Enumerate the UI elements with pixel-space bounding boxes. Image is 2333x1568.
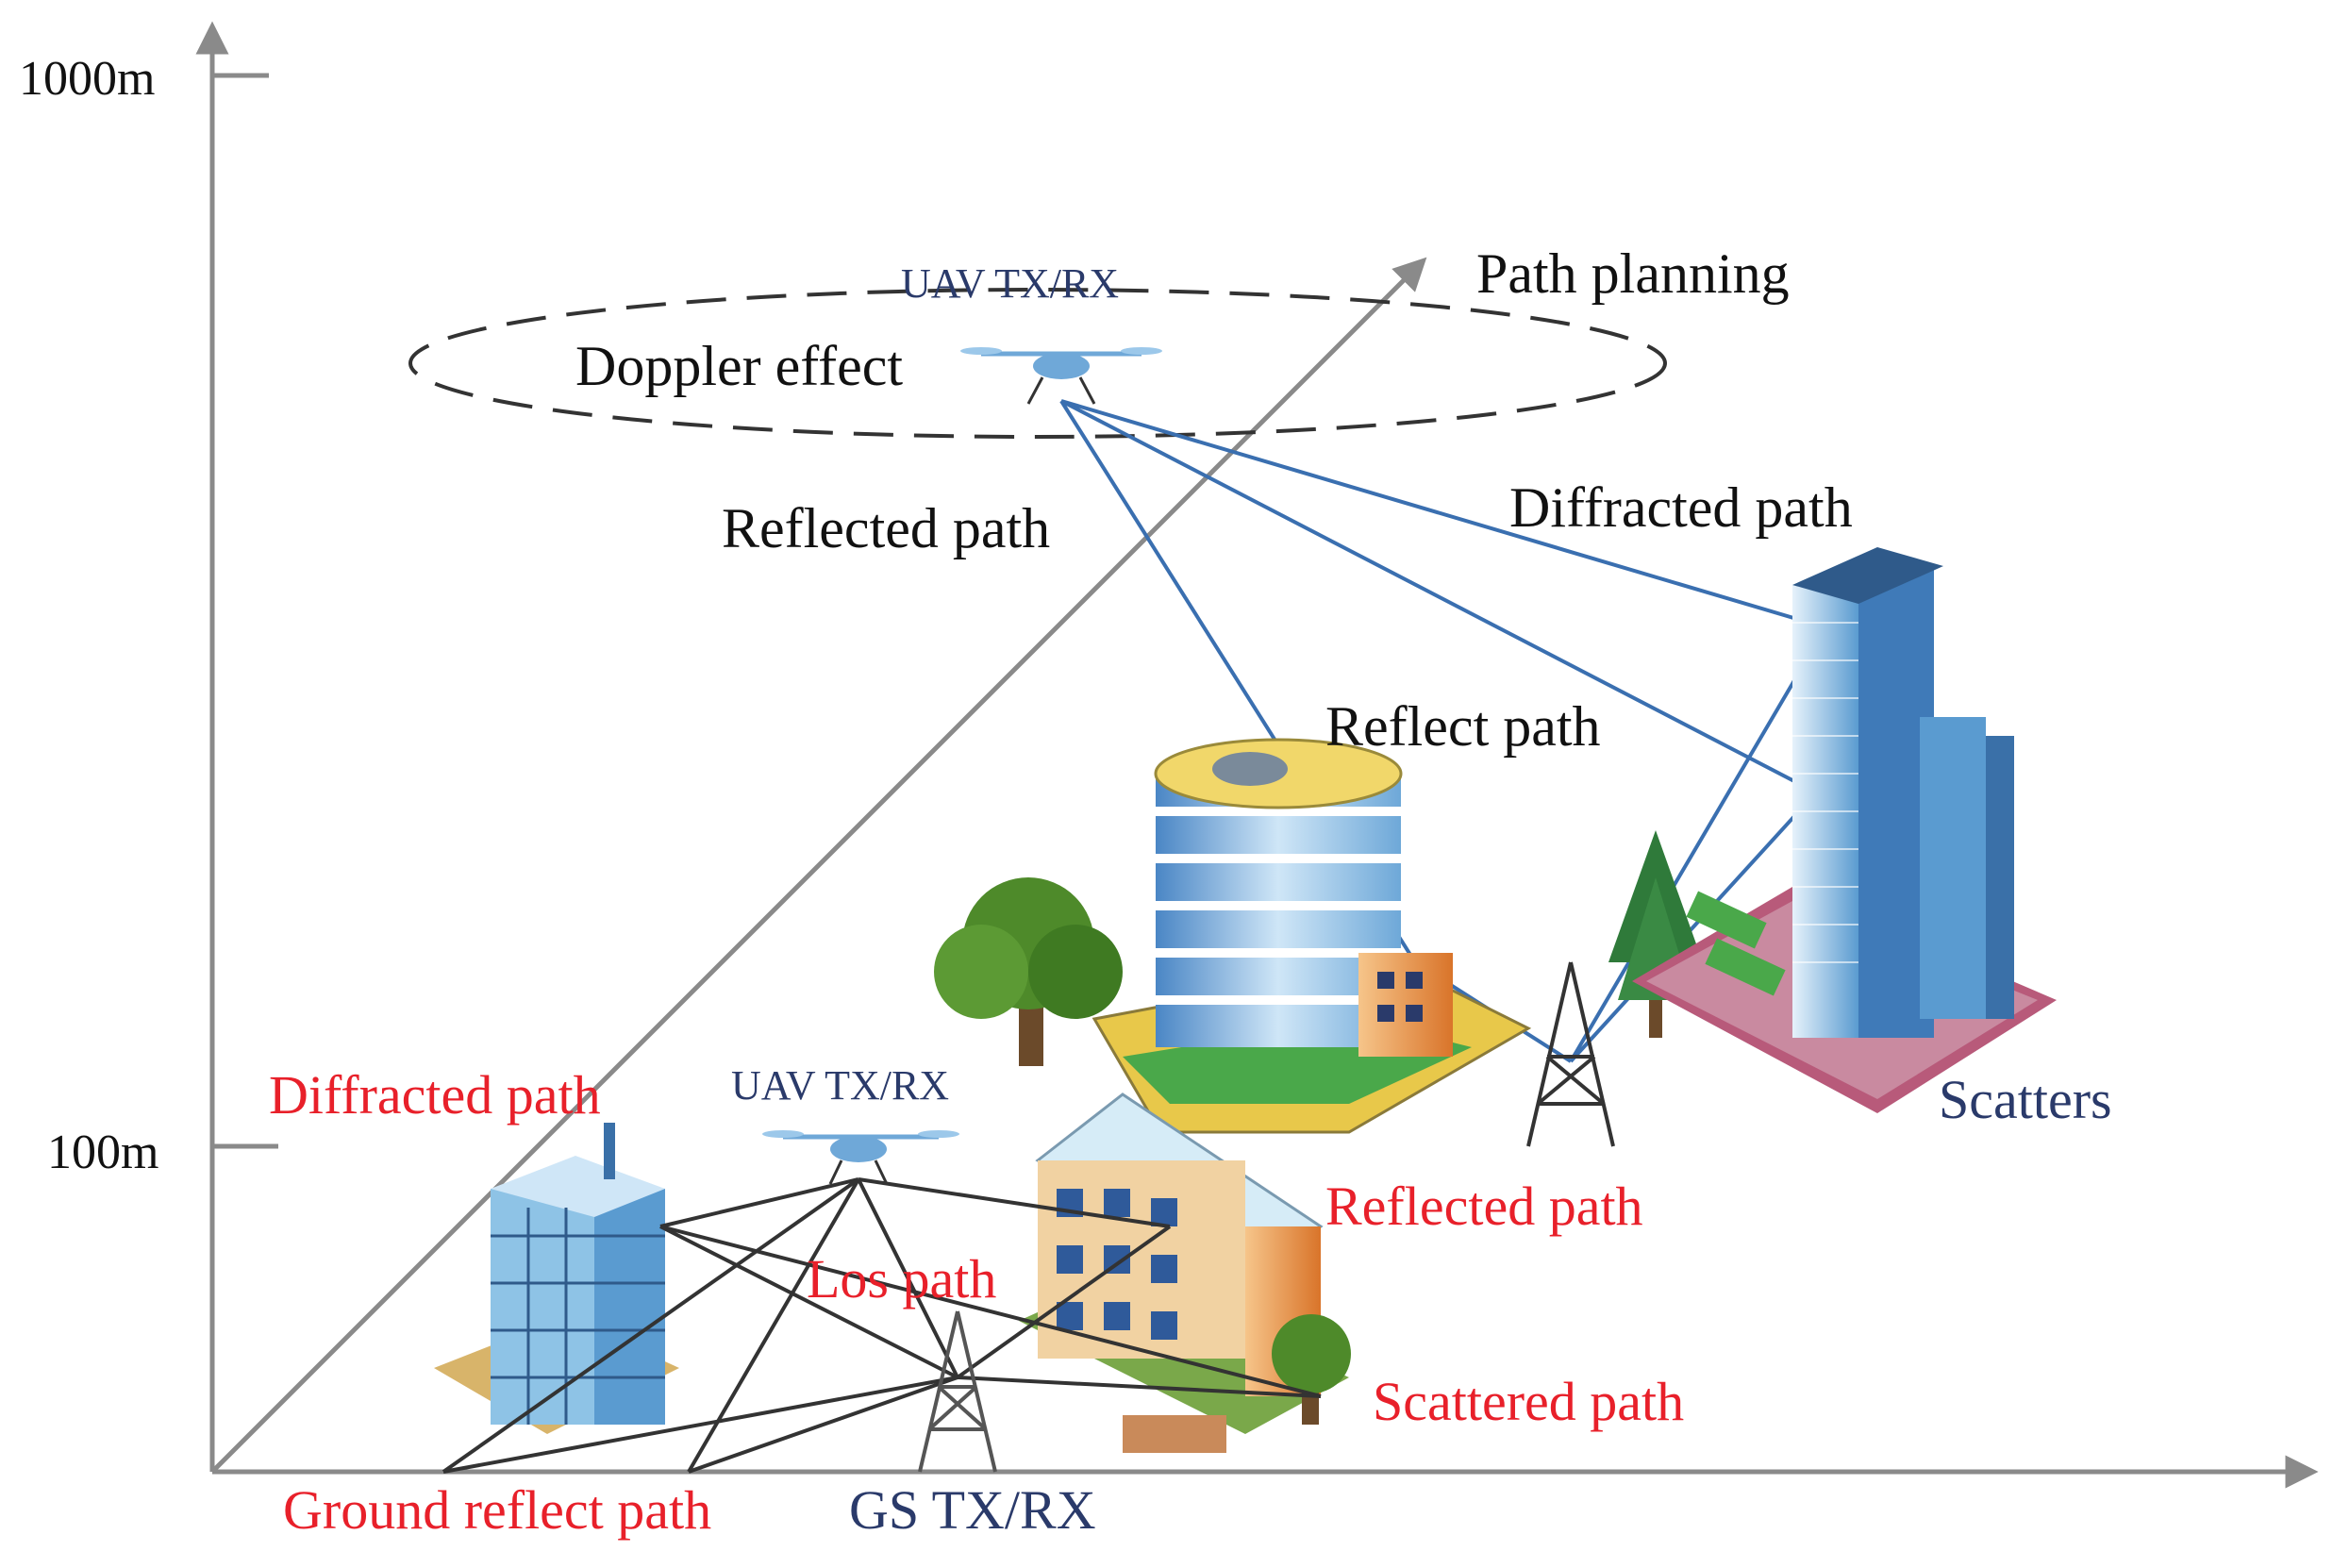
uav-top-drone	[960, 347, 1162, 405]
skyscraper	[1632, 547, 2057, 1113]
y-tick-label-100m: 100m	[47, 1126, 158, 1179]
y-tick-label-1000m: 1000m	[19, 52, 155, 106]
label-ground-reflect-path: Ground reflect path	[283, 1479, 711, 1541]
label-scattered-path: Scattered path	[1373, 1371, 1684, 1432]
uav-low-drone	[762, 1130, 959, 1185]
label-uav-top: UAV TX/RX	[901, 260, 1119, 307]
label-scatters: Scatters	[1939, 1069, 2112, 1130]
axes: 1000m 100m	[19, 21, 2319, 1489]
blue-office-building	[434, 1123, 679, 1434]
label-doppler-effect: Doppler effect	[575, 335, 903, 397]
label-diffracted-path-top: Diffracted path	[1509, 476, 1853, 539]
lattice-tower-mid	[1526, 961, 1615, 1147]
label-los-path: Los path	[807, 1248, 996, 1309]
uav-trajectory-ellipse	[408, 288, 1667, 439]
diagonal-axis	[210, 257, 1427, 1474]
label-gs-tx-rx: GS TX/RX	[849, 1479, 1096, 1541]
round-office-building	[1092, 738, 1532, 1134]
label-reflected-path-low: Reflected path	[1325, 1176, 1643, 1237]
lower-propagation-paths	[442, 1177, 1322, 1474]
label-path-planning: Path planning	[1476, 242, 1790, 305]
label-uav-low: UAV TX/RX	[731, 1062, 949, 1109]
tree-left	[934, 877, 1123, 1066]
label-diffracted-path-low: Diffracted path	[269, 1064, 601, 1126]
orange-apartment-building	[1019, 1093, 1349, 1453]
gs-tower	[918, 1310, 997, 1473]
labels: UAV TX/RX Doppler effect Path planning R…	[269, 242, 2112, 1541]
label-reflected-path-top: Reflected path	[722, 497, 1050, 559]
label-reflect-path: Reflect path	[1325, 695, 1601, 758]
